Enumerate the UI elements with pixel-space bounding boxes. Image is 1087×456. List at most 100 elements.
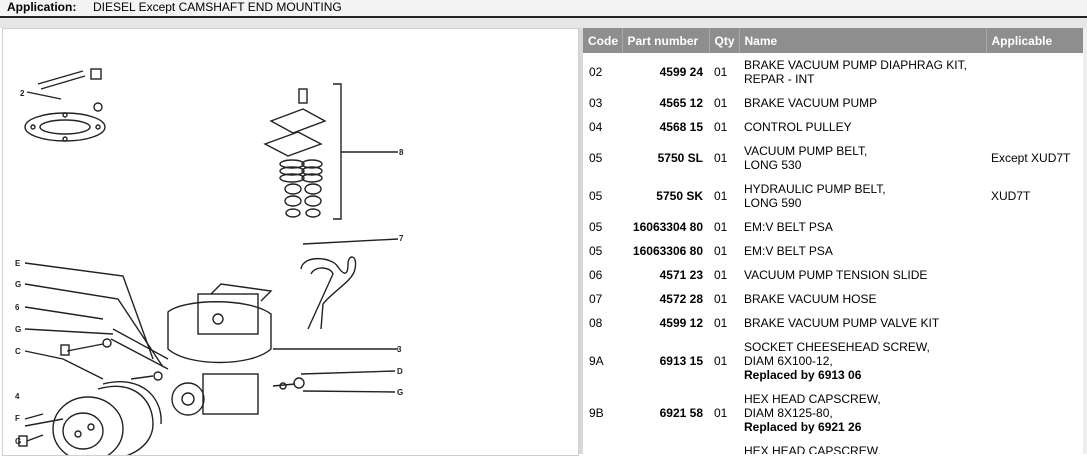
name-line: EM:V BELT PSA [744, 220, 833, 234]
cell-qty: 01 [714, 120, 728, 134]
cell-name: VACUUM PUMP BELT,LONG 530 [739, 139, 986, 177]
cell-applicable [986, 239, 1085, 263]
cell-code: 02 [589, 65, 603, 79]
cell-code [583, 439, 622, 454]
name-line: REPAR - INT [744, 72, 815, 86]
cell-part-number: 4599 12 [659, 316, 703, 330]
name-line: BRAKE VACUUM PUMP [744, 96, 878, 110]
col-header-name[interactable]: Name [739, 28, 987, 53]
cell-code: 05 [589, 244, 603, 258]
cell-part-number [622, 439, 709, 454]
diagram-label-2: 2 [20, 89, 25, 98]
diagram-label-g1: G [15, 280, 21, 289]
diagram-label-4: 4 [15, 392, 20, 401]
diagram-label-f: F [15, 414, 20, 423]
diagram-drawing: 2 8 7 E G 6 G C 3 D G 4 F G [15, 68, 404, 455]
name-line: LONG 530 [744, 158, 802, 172]
cell-qty: 01 [714, 268, 728, 282]
cell-qty: 01 [714, 406, 728, 420]
application-label: Application: [7, 0, 77, 14]
cell-part-number: 4568 15 [659, 120, 703, 134]
diagram-label-g4: G [15, 437, 21, 446]
table-scrollbar[interactable] [1083, 28, 1087, 454]
cell-applicable [986, 335, 1085, 387]
diagram-label-6: 6 [15, 303, 20, 312]
cell-code: 08 [589, 316, 603, 330]
col-header-applicable[interactable]: Applicable [986, 28, 1086, 53]
cell-name: CONTROL PULLEY [739, 115, 986, 139]
table-row[interactable]: 06 4571 23 01 VACUUM PUMP TENSION SLIDE [583, 263, 1085, 287]
diagram-label-3: 3 [397, 345, 402, 354]
cell-part-number: 6921 58 [659, 406, 703, 420]
cell-applicable: XUD7T [991, 189, 1031, 203]
cell-qty: 01 [714, 151, 728, 165]
name-line: LONG 590 [744, 196, 802, 210]
cell-part-number: 4571 23 [659, 268, 703, 282]
name-line: BRAKE VACUUM HOSE [744, 292, 877, 306]
table-header-row: Code Part number Qty Name Applicable [583, 28, 1086, 53]
cell-qty: 01 [714, 316, 728, 330]
cell-code: 07 [589, 292, 603, 306]
name-line: HYDRAULIC PUMP BELT, [744, 182, 886, 196]
cell-part-number: 16063306 80 [632, 244, 703, 258]
diagram-label-g3: G [397, 388, 403, 397]
name-line: DIAM 6X100-12, [744, 354, 833, 368]
table-row[interactable]: 05 5750 SL 01 VACUUM PUMP BELT,LONG 530 Exce… [583, 139, 1085, 177]
cell-part-number: 4572 28 [659, 292, 703, 306]
cell-name: EM:V BELT PSA [739, 215, 986, 239]
cell-applicable [986, 387, 1085, 439]
cell-applicable: Except XUD7T [991, 151, 1071, 165]
cell-qty: 01 [714, 65, 728, 79]
cell-part-number: 6913 15 [659, 354, 703, 368]
cell-name: BRAKE VACUUM PUMP DIAPHRAG KIT,REPAR - I… [739, 53, 986, 91]
table-row[interactable]: 08 4599 12 01 BRAKE VACUUM PUMP VALVE KIT [583, 311, 1085, 335]
cell-name: HEX HEAD CAPSCREW,DIAM 8X125-80,Replaced… [739, 387, 986, 439]
table-row[interactable]: 9B 6921 58 01 HEX HEAD CAPSCREW,DIAM 8X125-… [583, 387, 1085, 439]
pane-divider[interactable] [579, 28, 583, 454]
cell-applicable [986, 91, 1085, 115]
col-header-part-number[interactable]: Part number [622, 28, 710, 53]
name-line: DIAM 8X125-80, [744, 406, 833, 420]
cell-name: HYDRAULIC PUMP BELT,LONG 590 [739, 177, 986, 215]
name-line: HEX HEAD CAPSCREW, [744, 444, 881, 454]
cell-applicable [986, 311, 1085, 335]
cell-applicable [986, 53, 1085, 91]
cell-code: 05 [589, 189, 603, 203]
name-line: EM:V BELT PSA [744, 244, 833, 258]
application-bar: Application: DIESEL Except CAMSHAFT END … [0, 0, 1087, 18]
cell-name: BRAKE VACUUM PUMP [739, 91, 986, 115]
cell-part-number: 5750 SL [657, 151, 703, 165]
diagram-label-g2: G [15, 325, 21, 334]
name-line: BRAKE VACUUM PUMP VALVE KIT [744, 316, 940, 330]
cell-code: 06 [589, 268, 603, 282]
cell-qty: 01 [714, 220, 728, 234]
cell-qty: 01 [714, 244, 728, 258]
name-line: SOCKET CHEESEHEAD SCREW, [744, 340, 930, 354]
header-gap [0, 18, 1087, 28]
col-header-qty[interactable]: Qty [709, 28, 740, 53]
cell-code: 05 [589, 151, 603, 165]
name-line: HEX HEAD CAPSCREW, [744, 392, 881, 406]
col-header-code[interactable]: Code [583, 28, 623, 53]
cell-code: 9B [589, 406, 604, 420]
table-row[interactable]: 05 16063306 80 01 EM:V BELT PSA [583, 239, 1085, 263]
cell-name: BRAKE VACUUM HOSE [739, 287, 986, 311]
cell-code: 9A [589, 354, 604, 368]
exploded-parts-diagram: 2 8 7 E G 6 G C 3 D G 4 F G [2, 28, 579, 456]
cell-code: 05 [589, 220, 603, 234]
cell-part-number: 4565 12 [659, 96, 703, 110]
table-row[interactable]: HEX HEAD CAPSCREW, [583, 439, 1085, 454]
cell-qty: 01 [714, 189, 728, 203]
cell-name: BRAKE VACUUM PUMP VALVE KIT [739, 311, 986, 335]
cell-applicable [986, 439, 1085, 454]
cell-name: EM:V BELT PSA [739, 239, 986, 263]
name-line: VACUUM PUMP TENSION SLIDE [744, 268, 928, 282]
